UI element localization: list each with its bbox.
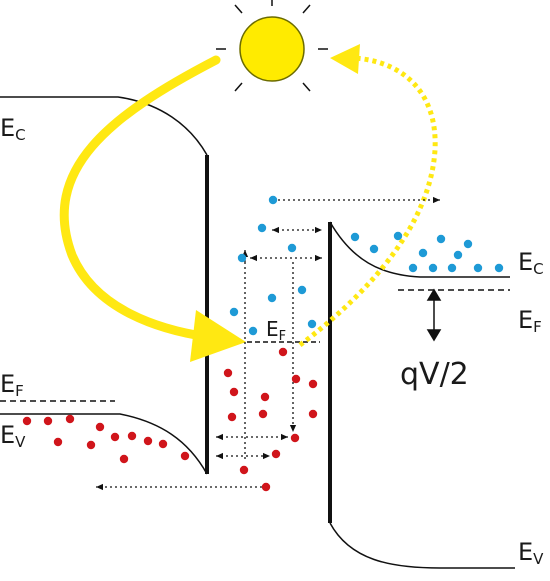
sun-icon — [216, 0, 328, 92]
valence-band-left — [0, 413, 208, 475]
light-absorption-arrow — [59, 55, 221, 342]
label-bias: qV/2 — [400, 357, 469, 392]
label-ef-middle: EF — [266, 317, 286, 344]
label-ec-left: EC — [0, 114, 26, 144]
electrons — [229, 195, 504, 336]
conduction-band-right — [329, 221, 510, 278]
emission-dotted-arrow — [298, 55, 438, 347]
label-ef-left: EF — [0, 370, 24, 400]
label-ef-right: EF — [518, 306, 542, 336]
label-ec-right: EC — [518, 248, 544, 278]
label-ev-left: EV — [0, 421, 26, 451]
bias-arrow — [426, 288, 442, 342]
emission-dotted-arrowhead — [330, 44, 360, 74]
holes — [22, 347, 318, 492]
conduction-band-left — [0, 96, 208, 156]
label-ev-right: EV — [518, 538, 544, 568]
light-absorption-arrowhead — [190, 310, 246, 362]
valence-band-right — [329, 522, 515, 569]
